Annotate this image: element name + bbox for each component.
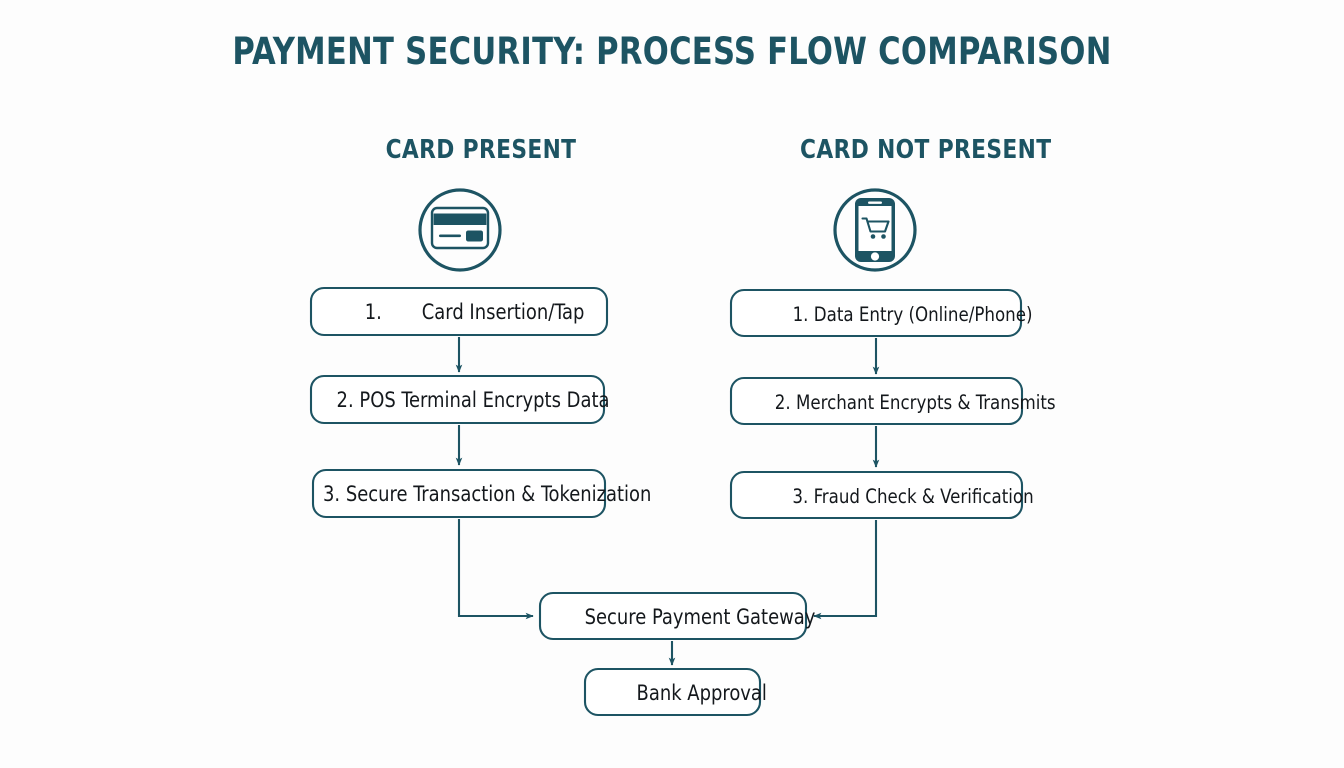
label-right-step-3-number: 3. <box>792 485 809 508</box>
label-secure-payment-gateway: Secure Payment Gateway <box>584 605 816 629</box>
label-right-step-2: 2. Merchant Encrypts & Transmits <box>774 391 1056 414</box>
node-left-step-1[interactable] <box>309 286 609 337</box>
label-left-step-1-text: Card Insertion/Tap <box>421 300 585 324</box>
node-right-step-3[interactable] <box>729 470 1024 520</box>
label-bank-approval: Bank Approval <box>636 681 767 705</box>
node-bank-approval[interactable] <box>583 667 762 717</box>
label-left-step-1: 1. Card Insertion/Tap <box>334 300 615 324</box>
label-right-step-2-number: 2. <box>774 391 791 414</box>
column-heading-card-not-present: CARD NOT PRESENT <box>800 135 1052 165</box>
node-left-step-2[interactable] <box>309 374 606 425</box>
node-right-step-1[interactable] <box>729 288 1023 338</box>
node-secure-payment-gateway[interactable] <box>538 591 808 641</box>
label-left-step-2: 2. POS Terminal Encrypts Data <box>334 388 612 412</box>
page-title: PAYMENT SECURITY: PROCESS FLOW COMPARISO… <box>232 30 1112 73</box>
credit-card-icon <box>418 188 502 272</box>
label-left-step-2-number: 2. <box>336 388 354 412</box>
mobile-shopping-cart-icon <box>833 188 917 272</box>
connector-right-to-gateway <box>813 520 878 620</box>
label-left-step-3: 3. Secure Transaction & Tokenization <box>323 482 651 506</box>
node-right-step-2[interactable] <box>729 376 1024 426</box>
connector-left-to-gateway <box>457 519 534 620</box>
label-right-step-3: 3. Fraud Check & Verification <box>775 485 1051 508</box>
label-right-step-1-text: Data Entry (Online/Phone) <box>813 303 1033 326</box>
label-left-step-3-text: Secure Transaction & Tokenization <box>345 482 652 506</box>
label-right-step-1-number: 1. <box>792 303 809 326</box>
column-heading-card-present: CARD PRESENT <box>385 135 577 165</box>
label-left-step-1-number: 1. <box>364 300 382 324</box>
label-left-step-2-text: POS Terminal Encrypts Data <box>359 388 610 412</box>
label-right-step-2-text: Merchant Encrypts & Transmits <box>795 391 1056 414</box>
label-left-step-3-number: 3. <box>323 482 341 506</box>
label-right-step-1: 1. Data Entry (Online/Phone) <box>775 303 1051 326</box>
label-right-step-3-text: Fraud Check & Verification <box>813 485 1034 508</box>
node-left-step-3[interactable] <box>311 468 607 519</box>
